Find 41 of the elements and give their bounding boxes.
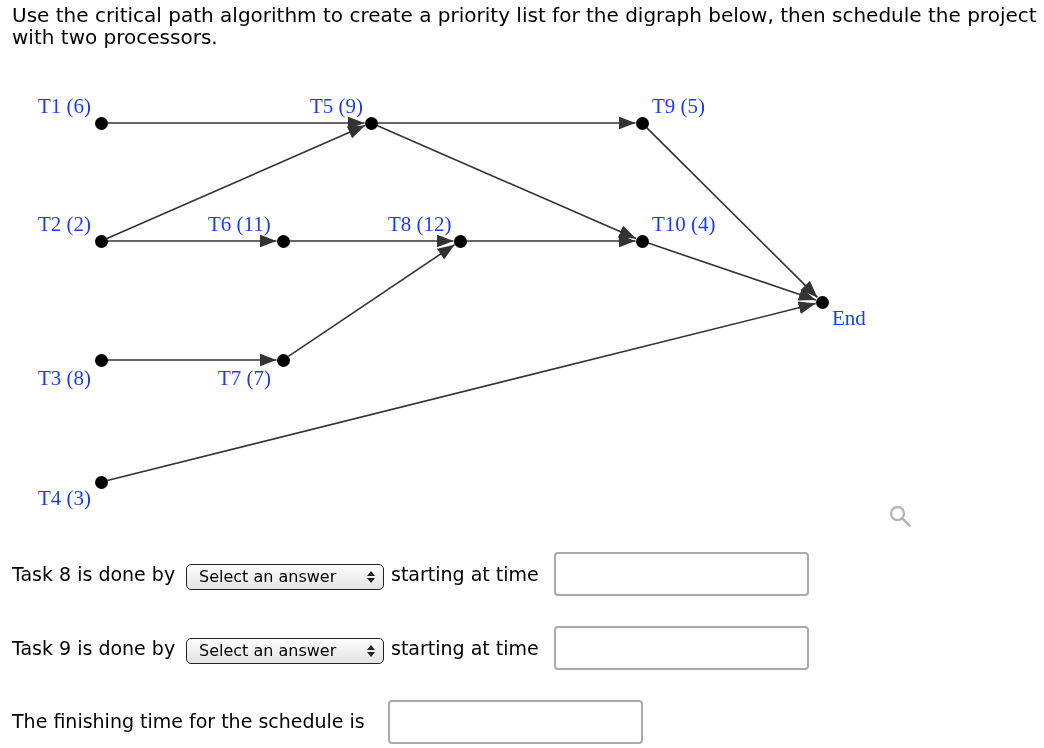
question-text: Use the critical path algorithm to create a priority list for the digraph below, then schedule the project with two processors. [12,4,1038,48]
task-label: T10 (4) [652,214,716,235]
node-dot [94,475,108,489]
arrow [287,243,456,358]
task-label: T4 (3) [38,488,92,509]
node-dot [635,116,649,130]
arrow [106,353,278,367]
node-dot [94,353,108,367]
node-dot [453,234,467,248]
answer-dropdown: Select an answer [186,638,384,664]
task-label: End [832,308,866,329]
task-label: T8 (12) [388,214,452,235]
node-dot [94,234,108,248]
arrow [376,124,637,240]
node-dot [276,234,290,248]
node-dot [815,295,829,309]
arrow [465,234,637,248]
node-dot [276,353,290,367]
answer-dropdown: Select an answer [186,564,384,590]
task-label: T7 (7) [218,368,272,389]
node-dot [364,116,378,130]
arrow [106,234,278,248]
question-text: starting at time [391,563,539,585]
question-text: Task 8 is done by [12,563,176,585]
node-dot [635,234,649,248]
task-label: T6 (11) [208,214,271,235]
task-label: T5 (9) [310,96,364,117]
question-text: Task 9 is done by [12,637,176,659]
task-label: T3 (8) [38,368,92,389]
question-text: starting at time [391,637,539,659]
question-text: The finishing time for the schedule is [12,710,365,732]
task-label: T1 (6) [38,96,92,117]
task-label: T9 (5) [652,96,706,117]
arrow [106,124,366,240]
arrow [376,116,637,130]
arrow [647,242,817,301]
task-label: T2 (2) [38,214,92,235]
arrow [645,126,819,299]
arrow [288,234,455,248]
arrow [106,301,817,482]
node-dot [94,116,108,130]
